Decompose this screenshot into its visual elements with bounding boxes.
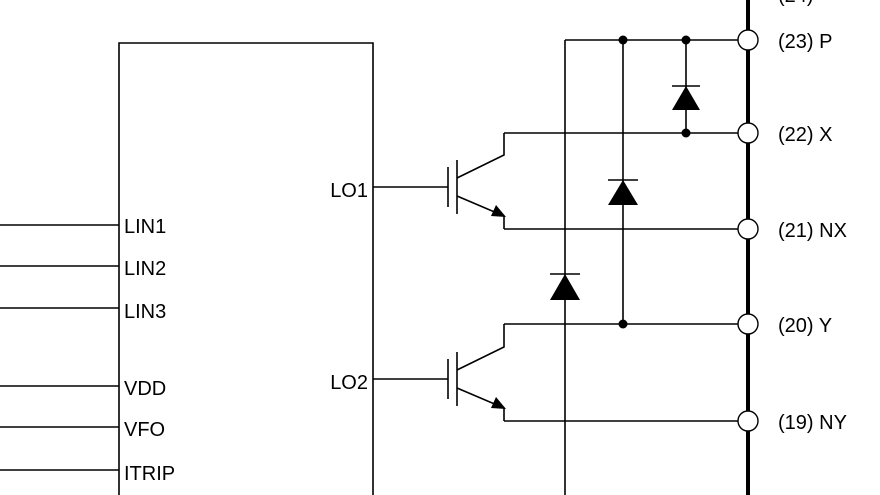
terminal-label-p: (23) P xyxy=(778,31,832,53)
diode-p-x-body xyxy=(672,86,700,110)
pin-label-itrip: ITRIP xyxy=(124,463,175,485)
terminal-nx xyxy=(737,218,759,240)
junction-dot xyxy=(618,319,628,329)
igbt-2 xyxy=(447,324,506,421)
igbt-1-collector xyxy=(456,133,505,179)
terminal-y xyxy=(737,313,759,335)
pin-label-vdd: VDD xyxy=(124,378,166,400)
diode-p-y xyxy=(608,179,638,205)
diode-low-body xyxy=(550,274,580,300)
pin-label-lin2: LIN2 xyxy=(124,258,166,280)
driver-ic-body xyxy=(118,42,374,495)
igbt-1-emitter-arrow xyxy=(491,205,506,217)
junction-dot xyxy=(681,128,691,138)
pin-label-lin1: LIN1 xyxy=(124,216,166,238)
diode-low xyxy=(550,273,580,300)
terminal-label-x: (22) X xyxy=(778,124,832,146)
pin-label-lo2: LO2 xyxy=(330,372,368,394)
igbt-2-emitter-arrow xyxy=(491,397,506,409)
pin-label-lin3: LIN3 xyxy=(124,301,166,323)
diode-p-y-body xyxy=(608,180,638,205)
terminal-x xyxy=(737,122,759,144)
igbt-1 xyxy=(447,133,506,229)
diode-p-x xyxy=(672,85,700,110)
terminal-label-ny: (19) NY xyxy=(778,412,847,434)
terminal-label-nx: (21) NX xyxy=(778,220,847,242)
pin-label-vfo: VFO xyxy=(124,419,165,441)
junction-dot xyxy=(681,35,691,45)
terminal-label-y: (20) Y xyxy=(778,315,832,337)
igbt-2-collector xyxy=(456,324,505,371)
terminal-label-clipped: (24) xyxy=(778,0,814,7)
terminal-ny xyxy=(737,410,759,432)
terminal-p xyxy=(737,29,759,51)
junction-dot xyxy=(618,35,628,45)
pin-label-lo1: LO1 xyxy=(330,180,368,202)
